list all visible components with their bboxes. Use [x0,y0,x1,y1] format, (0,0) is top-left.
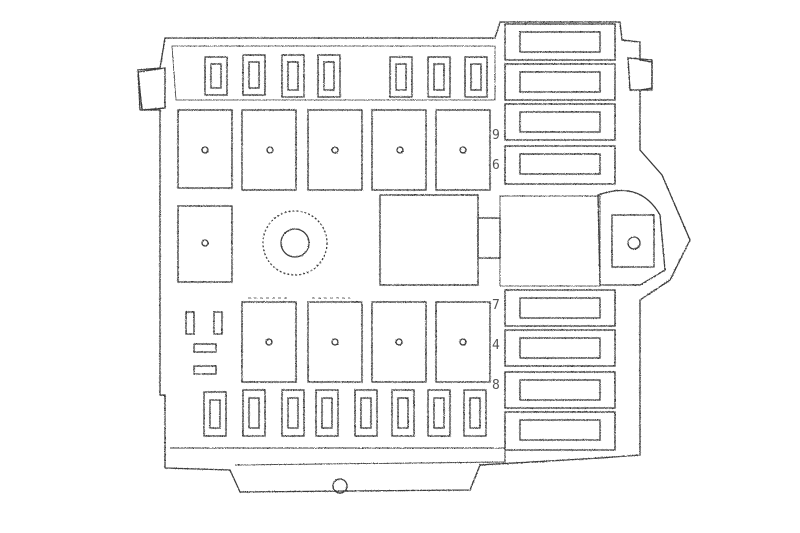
bolt-terminal [597,189,666,286]
left-mounting-tab [137,67,166,111]
housing-outline [137,21,691,493]
maxi-fuse-lower-2 [504,329,616,367]
mini-fuse-bottom-3 [281,389,305,437]
round-connector [262,210,328,276]
marking-digit: 7 [492,298,500,313]
mini-fuse-top-6 [427,56,451,98]
mini-fuse-top-2 [242,54,266,96]
slot-pair [185,311,223,375]
mini-fuse-bottom-5 [354,389,378,437]
mini-fuse-bottom-8 [463,389,487,437]
relay-top-5 [435,109,491,191]
mini-fuse-bottom-2 [242,389,266,437]
mini-fuse-top-5 [389,56,413,98]
marking-digit: 8 [492,378,500,393]
marking-digit: 6 [492,158,500,173]
relay-top-2 [241,109,297,191]
relay-top-4 [371,109,427,191]
relay-top-1 [177,109,233,189]
mini-fuse-bottom-6 [391,389,415,437]
marking-digit: 9 [492,128,500,143]
bottom-rim [170,447,506,466]
mounting-hole [332,478,348,494]
central-module [379,194,601,287]
relay-left-large [177,205,233,283]
maxi-fuse-upper-1 [504,23,616,61]
mini-fuse-bottom-1 [203,391,227,437]
relay-top-3 [307,109,363,191]
maxi-fuse-lower-4 [504,411,616,451]
relay-bottom-4 [435,301,491,383]
maxi-fuse-lower-3 [504,371,616,409]
inner-border [171,45,496,101]
mini-fuse-top-3 [281,54,305,98]
mini-fuse-top-4 [317,54,341,98]
maxi-fuse-upper-2 [504,63,616,101]
right-mounting-tab [627,57,653,91]
relay-bottom-2 [307,301,363,383]
mini-fuse-bottom-4 [315,389,339,437]
maxi-fuse-lower-1 [504,289,616,327]
relay-bottom-1 [241,301,297,383]
marking-digit: 4 [492,338,500,353]
mini-fuse-bottom-7 [427,389,451,437]
relay-bottom-3 [371,301,427,383]
mini-fuse-top-1 [204,56,228,96]
maxi-fuse-upper-3 [504,103,616,141]
maxi-fuse-upper-4 [504,145,616,185]
mini-fuse-top-7 [464,56,488,98]
